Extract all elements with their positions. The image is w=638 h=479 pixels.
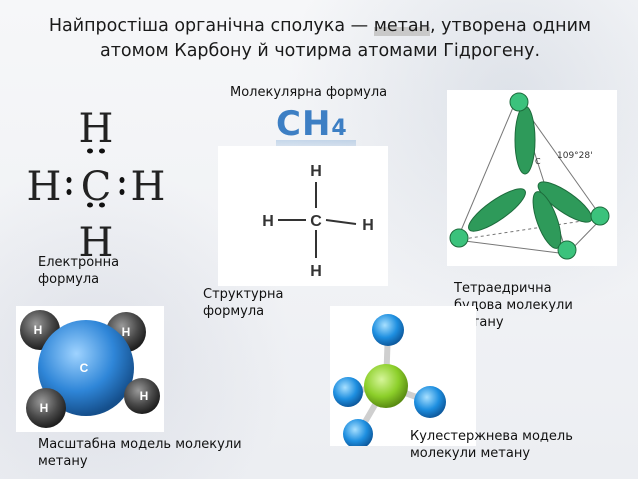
- scale-model-panel: H H C H H: [16, 306, 164, 432]
- electronic-formula-panel: H H C H H: [18, 98, 170, 266]
- svg-text:C: C: [80, 361, 89, 375]
- ballstick-h-top: [372, 314, 404, 346]
- hydrogen-spheres: [449, 92, 610, 260]
- struct-h-right: H: [362, 217, 374, 234]
- svg-text:H: H: [122, 325, 131, 339]
- molecular-formula: CH4: [276, 104, 348, 144]
- ballstick-drawing: [333, 314, 446, 449]
- highlighted-word: метан: [373, 16, 431, 36]
- struct-bonds: [278, 182, 357, 258]
- scale-h-right: [124, 378, 160, 414]
- atom-h-top: H: [79, 106, 114, 152]
- bond-angle: 109°28': [557, 151, 593, 161]
- svg-text:H: H: [140, 389, 149, 403]
- ballstick-h-bottom: [343, 419, 373, 449]
- struct-h-top: H: [310, 163, 322, 180]
- ballstick-h-left: [333, 377, 363, 407]
- atom-h-right: H: [131, 164, 166, 210]
- ballstick-c: [364, 364, 408, 408]
- atom-h-bottom: H: [79, 220, 114, 266]
- scale-c: [38, 320, 134, 416]
- tetrahedral-drawing: 109°28' C: [449, 92, 610, 260]
- atom-c: C: [81, 164, 112, 210]
- structural-formula-panel: H H C H H: [218, 146, 388, 286]
- svg-text:H: H: [34, 323, 43, 337]
- svg-text:H: H: [40, 401, 49, 415]
- electronic-formula-drawing: H H C H H: [27, 106, 166, 266]
- struct-h-left: H: [262, 213, 274, 230]
- scale-h-bottom-left: [26, 388, 66, 428]
- ballstick-h-right: [414, 386, 446, 418]
- struct-c: C: [310, 213, 322, 230]
- atom-h-left: H: [27, 164, 62, 210]
- tetrahedral-panel: 109°28' C: [447, 90, 617, 266]
- molecular-formula-label: Молекулярна формула: [230, 85, 388, 100]
- electron-pairs: [66, 148, 125, 208]
- page-title: Найпростіша органічна сполука — метан, у…: [48, 16, 592, 61]
- scale-model-drawing: H H C H H: [20, 310, 160, 428]
- structural-formula-drawing: H H C H H: [262, 163, 374, 280]
- orbitals: [468, 105, 593, 249]
- ballstick-panel: [330, 306, 476, 449]
- struct-h-bottom: H: [310, 263, 322, 280]
- tetra-c: C: [535, 157, 541, 166]
